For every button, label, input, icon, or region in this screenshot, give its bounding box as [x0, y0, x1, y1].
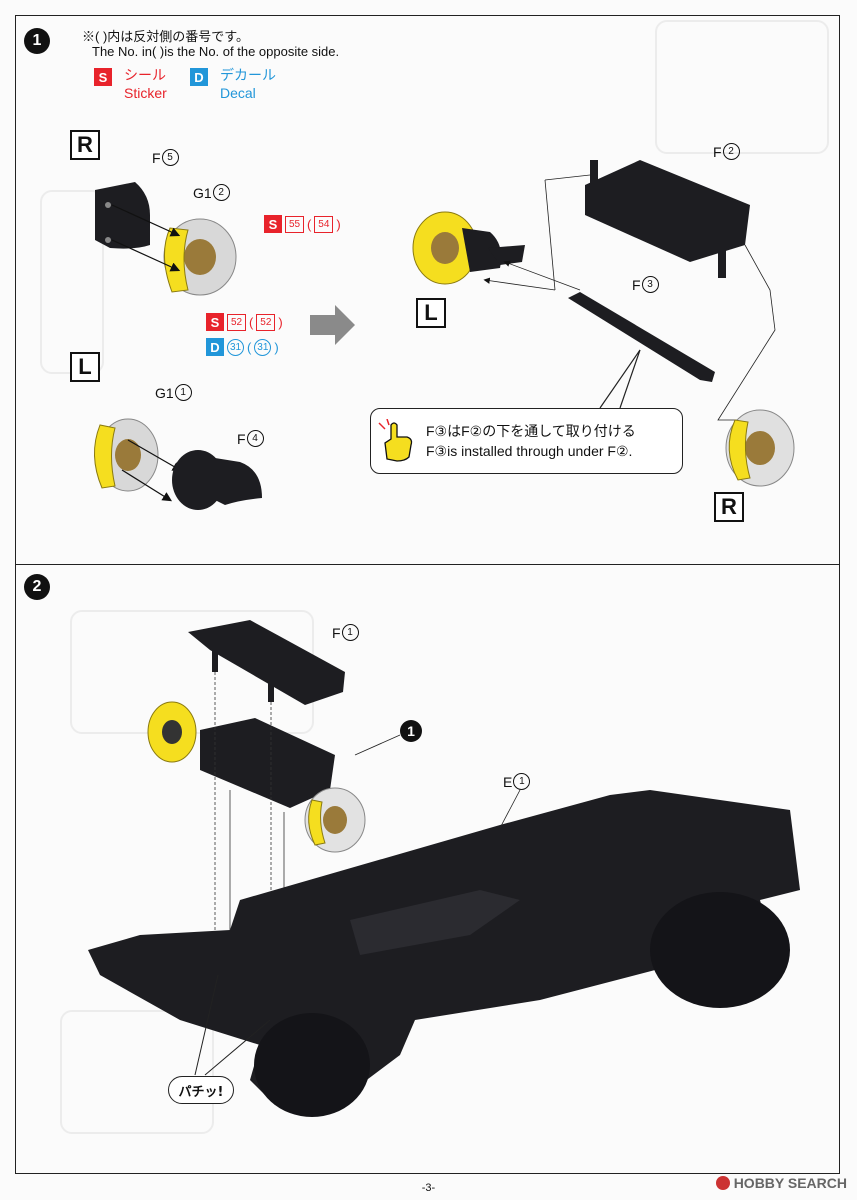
- click-sound-label: パチッ!: [168, 1076, 234, 1104]
- left-side-label: L: [70, 352, 100, 382]
- gearbox-part-f2: [585, 160, 750, 262]
- sticker-legend-label: シール Sticker: [124, 67, 167, 101]
- gearbox-assembly: [200, 718, 335, 808]
- right-side-label: R: [70, 130, 100, 160]
- callout-english: F③is installed through under F②.: [426, 443, 633, 459]
- step-reference-badge: 1: [400, 720, 422, 742]
- ghost-outline: [655, 20, 829, 154]
- note-japanese: ※( )内は反対側の番号です。: [82, 29, 249, 44]
- decal-legend-label: デカール Decal: [220, 67, 276, 101]
- page-number: -3-: [421, 1182, 436, 1194]
- shaft-part-f3: [568, 292, 715, 382]
- watermark-logo-icon: [715, 1176, 730, 1190]
- chassis-part-e1: [88, 790, 800, 1105]
- sticker-callout-55: S 55(54): [264, 215, 341, 233]
- assembly-left-side-label: L: [416, 298, 446, 328]
- next-arrow-icon: [310, 305, 355, 345]
- installation-note-callout: F③はF②の下を通して取り付ける F③is installed through …: [370, 408, 683, 474]
- front-wheel-shape: [254, 1013, 370, 1117]
- assembly-right-side-label: R: [714, 492, 744, 522]
- note-english: The No. in( )is the No. of the opposite …: [92, 44, 340, 59]
- caliper-g1-2: [163, 227, 189, 293]
- hub-part-f4: [172, 450, 224, 510]
- ghost-outline: [60, 1010, 214, 1134]
- decal-callout-31: D 31(31): [206, 338, 279, 356]
- sticker-legend-icon: S: [94, 68, 112, 86]
- sticker-callout-52: S 52(52): [206, 313, 283, 331]
- hub-part-f5: [95, 182, 150, 249]
- step-2-panel: [15, 564, 840, 1174]
- step-number-badge: 2: [24, 574, 50, 600]
- decal-legend-icon: D: [190, 68, 208, 86]
- watermark: HOBBY SEARCH: [715, 1175, 847, 1191]
- cover-part-f1: [188, 620, 345, 705]
- callout-japanese: F③はF②の下を通して取り付ける: [426, 423, 636, 439]
- pointing-hand-icon: [378, 419, 413, 462]
- step-number-badge: 1: [24, 28, 50, 54]
- rear-wheel-shape: [650, 892, 790, 1008]
- caliper-g1-1: [93, 424, 116, 489]
